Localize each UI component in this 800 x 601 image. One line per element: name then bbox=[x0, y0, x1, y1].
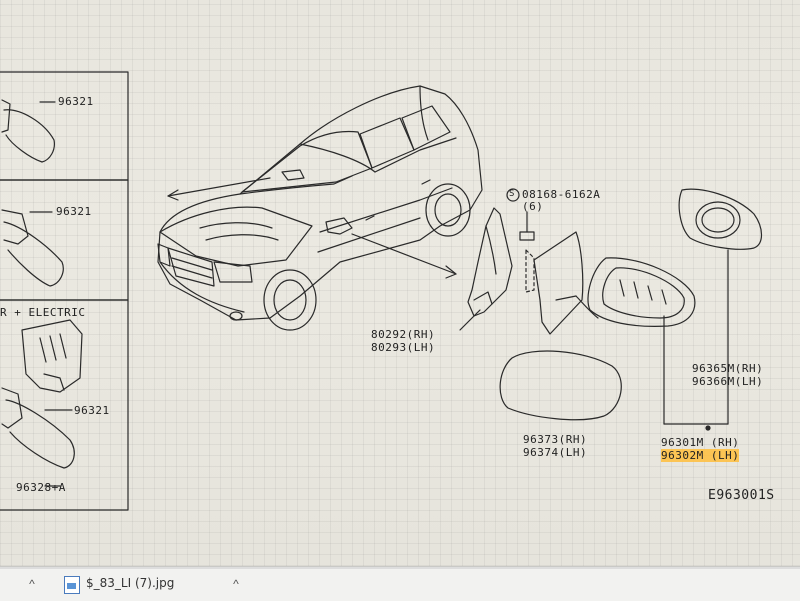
panel-box-3 bbox=[0, 299, 129, 511]
panel-box-2 bbox=[0, 179, 129, 301]
taskbar-divider bbox=[0, 567, 800, 569]
part-label-screw: 08168-6162A bbox=[522, 188, 601, 201]
screw-symbol: S bbox=[509, 189, 515, 199]
part-label-96321-a: 96321 bbox=[58, 95, 94, 108]
paper-grid bbox=[0, 0, 800, 566]
taskbar: ^ $_83_LI (7).jpg ^ bbox=[0, 566, 800, 601]
part-label-96321-c: 96321 bbox=[74, 404, 110, 417]
file-name[interactable]: $_83_LI (7).jpg bbox=[86, 576, 175, 590]
part-label-96301m: 96301M (RH) bbox=[661, 436, 740, 449]
part-label-96373: 96373(RH) bbox=[523, 433, 588, 446]
chevron-up-icon-2[interactable]: ^ bbox=[233, 577, 239, 591]
section-title-electric: R + ELECTRIC bbox=[0, 306, 86, 319]
image-file-icon bbox=[64, 576, 80, 594]
part-label-96328: 96328+A bbox=[16, 481, 66, 494]
part-label-96366m: 96366M(LH) bbox=[692, 375, 764, 388]
part-label-screw-qty: (6) bbox=[522, 200, 544, 213]
image-viewer: 96321 96321 R + ELECTRIC 96321 96328+A S… bbox=[0, 0, 800, 566]
part-label-96365m: 96365M(RH) bbox=[692, 362, 764, 375]
parts-diagram bbox=[0, 71, 763, 511]
part-label-80293: 80293(LH) bbox=[371, 341, 436, 354]
chevron-up-icon[interactable]: ^ bbox=[29, 577, 35, 591]
part-label-96321-b: 96321 bbox=[56, 205, 92, 218]
diagram-code: E963001S bbox=[708, 488, 775, 503]
part-label-80292: 80292(RH) bbox=[371, 328, 436, 341]
part-label-96374: 96374(LH) bbox=[523, 446, 588, 459]
part-label-96302m-highlighted: 96302M (LH) bbox=[661, 449, 740, 462]
panel-box-1 bbox=[0, 71, 129, 181]
